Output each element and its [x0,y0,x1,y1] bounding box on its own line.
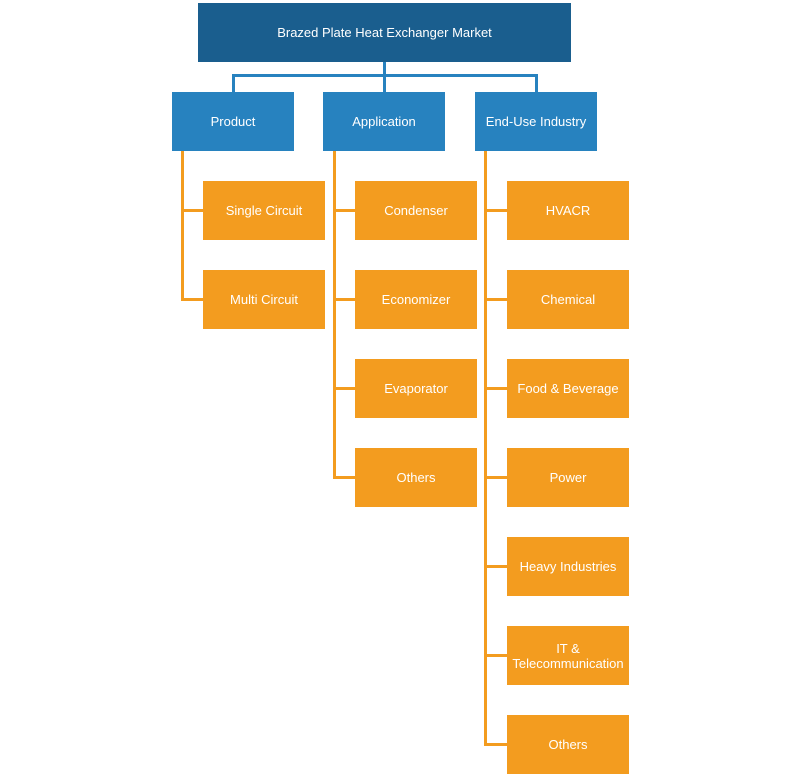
leaf-economizer: Economizer [355,270,477,329]
leaf-evaporator: Evaporator [355,359,477,418]
leaf-single-circuit: Single Circuit [203,181,325,240]
branch [333,209,355,212]
leaf-chemical: Chemical [507,270,629,329]
branch [484,476,507,479]
branch [484,743,507,746]
leaf-it-telecommunication: IT & Telecommunication [507,626,629,685]
branch [484,387,507,390]
leaf-end-use-others: Others [507,715,629,774]
leaf-multi-circuit: Multi Circuit [203,270,325,329]
branch [333,387,355,390]
branch [484,298,507,301]
stem-application [383,74,386,92]
spine-end-use [484,151,487,745]
root-node: Brazed Plate Heat Exchanger Market [198,3,571,62]
branch [333,476,355,479]
leaf-food-beverage: Food & Beverage [507,359,629,418]
spine-product [181,151,184,300]
branch [181,209,203,212]
leaf-power: Power [507,448,629,507]
branch [484,209,507,212]
spine-application [333,151,336,478]
branch [484,565,507,568]
stem-product [232,74,235,92]
branch [181,298,203,301]
root-stem [383,62,386,76]
category-end-use-industry: End-Use Industry [475,92,597,151]
category-product: Product [172,92,294,151]
category-application: Application [323,92,445,151]
branch [333,298,355,301]
leaf-heavy-industries: Heavy Industries [507,537,629,596]
branch [484,654,507,657]
leaf-hvacr: HVACR [507,181,629,240]
leaf-application-others: Others [355,448,477,507]
stem-end-use [535,74,538,92]
leaf-condenser: Condenser [355,181,477,240]
